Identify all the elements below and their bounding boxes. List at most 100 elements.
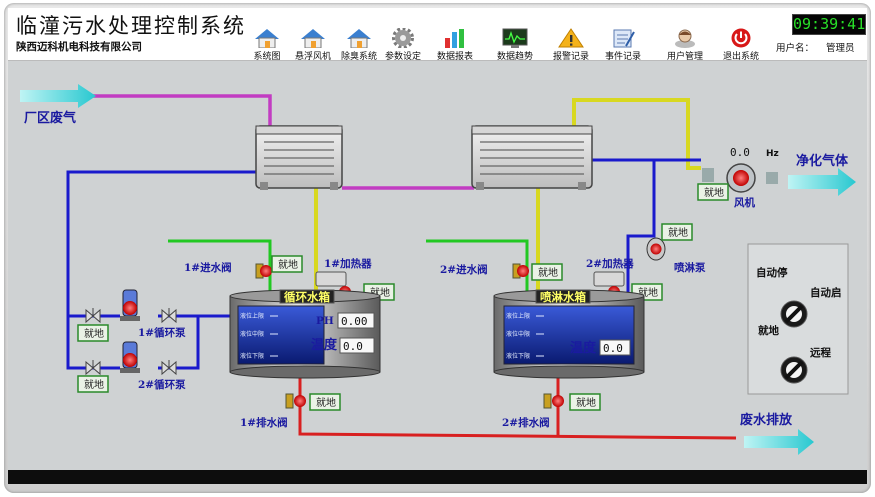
parameter-settings-button[interactable]: 参数设定 [376, 28, 430, 62]
tank1-temp-value: 0.0 [343, 340, 363, 353]
data-report-button[interactable]: 数据报表 [428, 28, 482, 62]
notepad-icon [613, 29, 635, 48]
suspension-fan-button[interactable]: 悬浮风机 [286, 28, 340, 62]
power-icon [731, 28, 751, 48]
outlet-label: 净化气体 [796, 153, 849, 169]
tank2-title: 喷淋水箱 [540, 290, 586, 304]
clock-display: 09:39:41 [792, 14, 866, 35]
event-record-label: 事件记录 [604, 52, 641, 62]
intake-valve1-local-button[interactable]: 就地 [271, 255, 303, 273]
drain-valve1-local-button[interactable]: 就地 [309, 393, 341, 411]
tank1-temp-label: 温度 [311, 337, 338, 353]
app-title: 临潼污水处理控制系统 [16, 14, 246, 38]
mode-auto-start: 自动启 [810, 286, 842, 299]
local-remote-knob[interactable] [780, 356, 808, 384]
trend-monitor-icon [502, 28, 528, 48]
intake-valve2-local-button[interactable]: 就地 [531, 263, 563, 281]
company-name: 陕西迈科机电科技有限公司 [16, 41, 142, 53]
inlet-arrow: 厂区废气 [20, 84, 96, 126]
intake-valve1-local-text: 就地 [278, 258, 298, 271]
tank1-ph-label: PH [316, 315, 334, 327]
tank2-level-high: 液位上限 [506, 312, 530, 320]
drain-valve1-local-text: 就地 [316, 396, 336, 409]
mode-local: 就地 [758, 324, 779, 337]
house-icon [347, 29, 371, 48]
user-management-button[interactable]: 用户管理 [658, 28, 712, 62]
data-report-label: 数据报表 [436, 52, 473, 62]
tank1-level-high: 液位上限 [240, 312, 264, 320]
discharge-label: 废水排放 [740, 412, 793, 428]
deodorization-button[interactable]: 除臭系统 [332, 28, 386, 62]
intake-valve-1[interactable] [255, 263, 272, 279]
fan-label: 风机 [734, 196, 755, 209]
tank2-level-mid: 液位中限 [506, 330, 530, 338]
intake-valve1-label: 1#进水阀 [184, 261, 232, 274]
user-name: 管理员 [826, 43, 855, 54]
bar-chart-icon [445, 29, 464, 48]
drain-valve2-local-text: 就地 [576, 396, 596, 409]
tank1-ph-value: 0.00 [341, 315, 368, 328]
mode-auto-stop: 自动停 [756, 266, 788, 279]
gear-icon [392, 28, 414, 48]
gas-pipes [90, 94, 474, 190]
circulation-pump-1[interactable] [120, 289, 140, 321]
circulation-tank: 循环水箱 液位上限 液位中限 液位下限 PH 0.00 温度 0.0 [229, 289, 381, 379]
fan-frequency: 0.0 [730, 146, 750, 159]
intake-valve2-local-text: 就地 [538, 266, 558, 279]
pump2-label: 2#循环泵 [138, 378, 186, 391]
system-diagram-label: 系统图 [253, 52, 281, 62]
intake-valve2-label: 2#进水阀 [440, 263, 488, 276]
scrubber-1 [255, 125, 343, 190]
hmi-screen: 临潼污水处理控制系统 陕西迈科机电科技有限公司 系统图 悬浮风机 除臭系统 参数… [8, 8, 867, 470]
system-diagram-button[interactable]: 系统图 [240, 28, 294, 62]
deodorization-label: 除臭系统 [340, 52, 377, 62]
drain-valve2-label: 2#排水阀 [502, 416, 550, 429]
heater2-label: 2#加热器 [586, 257, 634, 270]
intake-valve-2[interactable] [512, 263, 529, 279]
spray-tank: 喷淋水箱 液位上限 液位中限 液位下限 温度 0.0 [493, 289, 645, 379]
drain-valve-2[interactable] [543, 393, 564, 409]
event-record-button[interactable]: 事件记录 [596, 28, 650, 62]
fan-local-button[interactable]: 就地 [697, 183, 729, 201]
data-trend-label: 数据趋势 [496, 52, 533, 62]
data-trend-button[interactable]: 数据趋势 [488, 28, 542, 62]
exit-system-button[interactable]: 退出系统 [714, 28, 768, 62]
top-toolbar: 临潼污水处理控制系统 陕西迈科机电科技有限公司 系统图 悬浮风机 除臭系统 参数… [8, 8, 867, 62]
process-diagram: 厂区废气 净化气体 废水排放 [20, 84, 856, 455]
drain-valve2-local-button[interactable]: 就地 [569, 393, 601, 411]
house-icon [255, 29, 279, 48]
alarm-record-label: 报警记录 [552, 52, 589, 62]
spray-pump-label: 喷淋泵 [674, 261, 706, 274]
scrubber-2 [471, 125, 593, 190]
user-label: 用户名： [776, 43, 815, 54]
drain-valve-1[interactable] [285, 393, 306, 409]
parameter-settings-label: 参数设定 [384, 52, 421, 62]
pump2-local-button[interactable]: 就地 [77, 375, 109, 393]
auto-mode-knob[interactable] [780, 300, 808, 328]
tank2-level-low: 液位下限 [506, 352, 530, 360]
house-icon [301, 29, 325, 48]
pump1-label: 1#循环泵 [138, 326, 186, 339]
hand-valve[interactable] [85, 308, 177, 376]
alarm-record-button[interactable]: 报警记录 [544, 28, 598, 62]
tank2-temp-label: 温度 [570, 340, 597, 356]
monitor-bottom-bar [8, 470, 867, 484]
fan-unit: Hz [766, 149, 779, 159]
tank2-temp-value: 0.0 [603, 342, 623, 355]
spray-pump-local-button[interactable]: 就地 [661, 223, 693, 241]
suspension-fan-label: 悬浮风机 [294, 52, 331, 62]
pump2-local-text: 就地 [84, 378, 104, 391]
spray-pump[interactable] [646, 237, 666, 261]
pump1-local-button[interactable]: 就地 [77, 324, 109, 342]
spray-pump-local-text: 就地 [668, 226, 688, 239]
outlet-arrow: 净化气体 [788, 153, 856, 196]
mode-remote: 远程 [810, 346, 831, 359]
tank1-title: 循环水箱 [283, 290, 330, 304]
circulation-pump-2[interactable] [120, 341, 140, 373]
intake-pipes [168, 239, 529, 296]
user-management-label: 用户管理 [666, 52, 703, 62]
fan[interactable] [702, 163, 778, 193]
discharge-arrow: 废水排放 [740, 412, 814, 455]
inlet-label: 厂区废气 [24, 110, 76, 126]
